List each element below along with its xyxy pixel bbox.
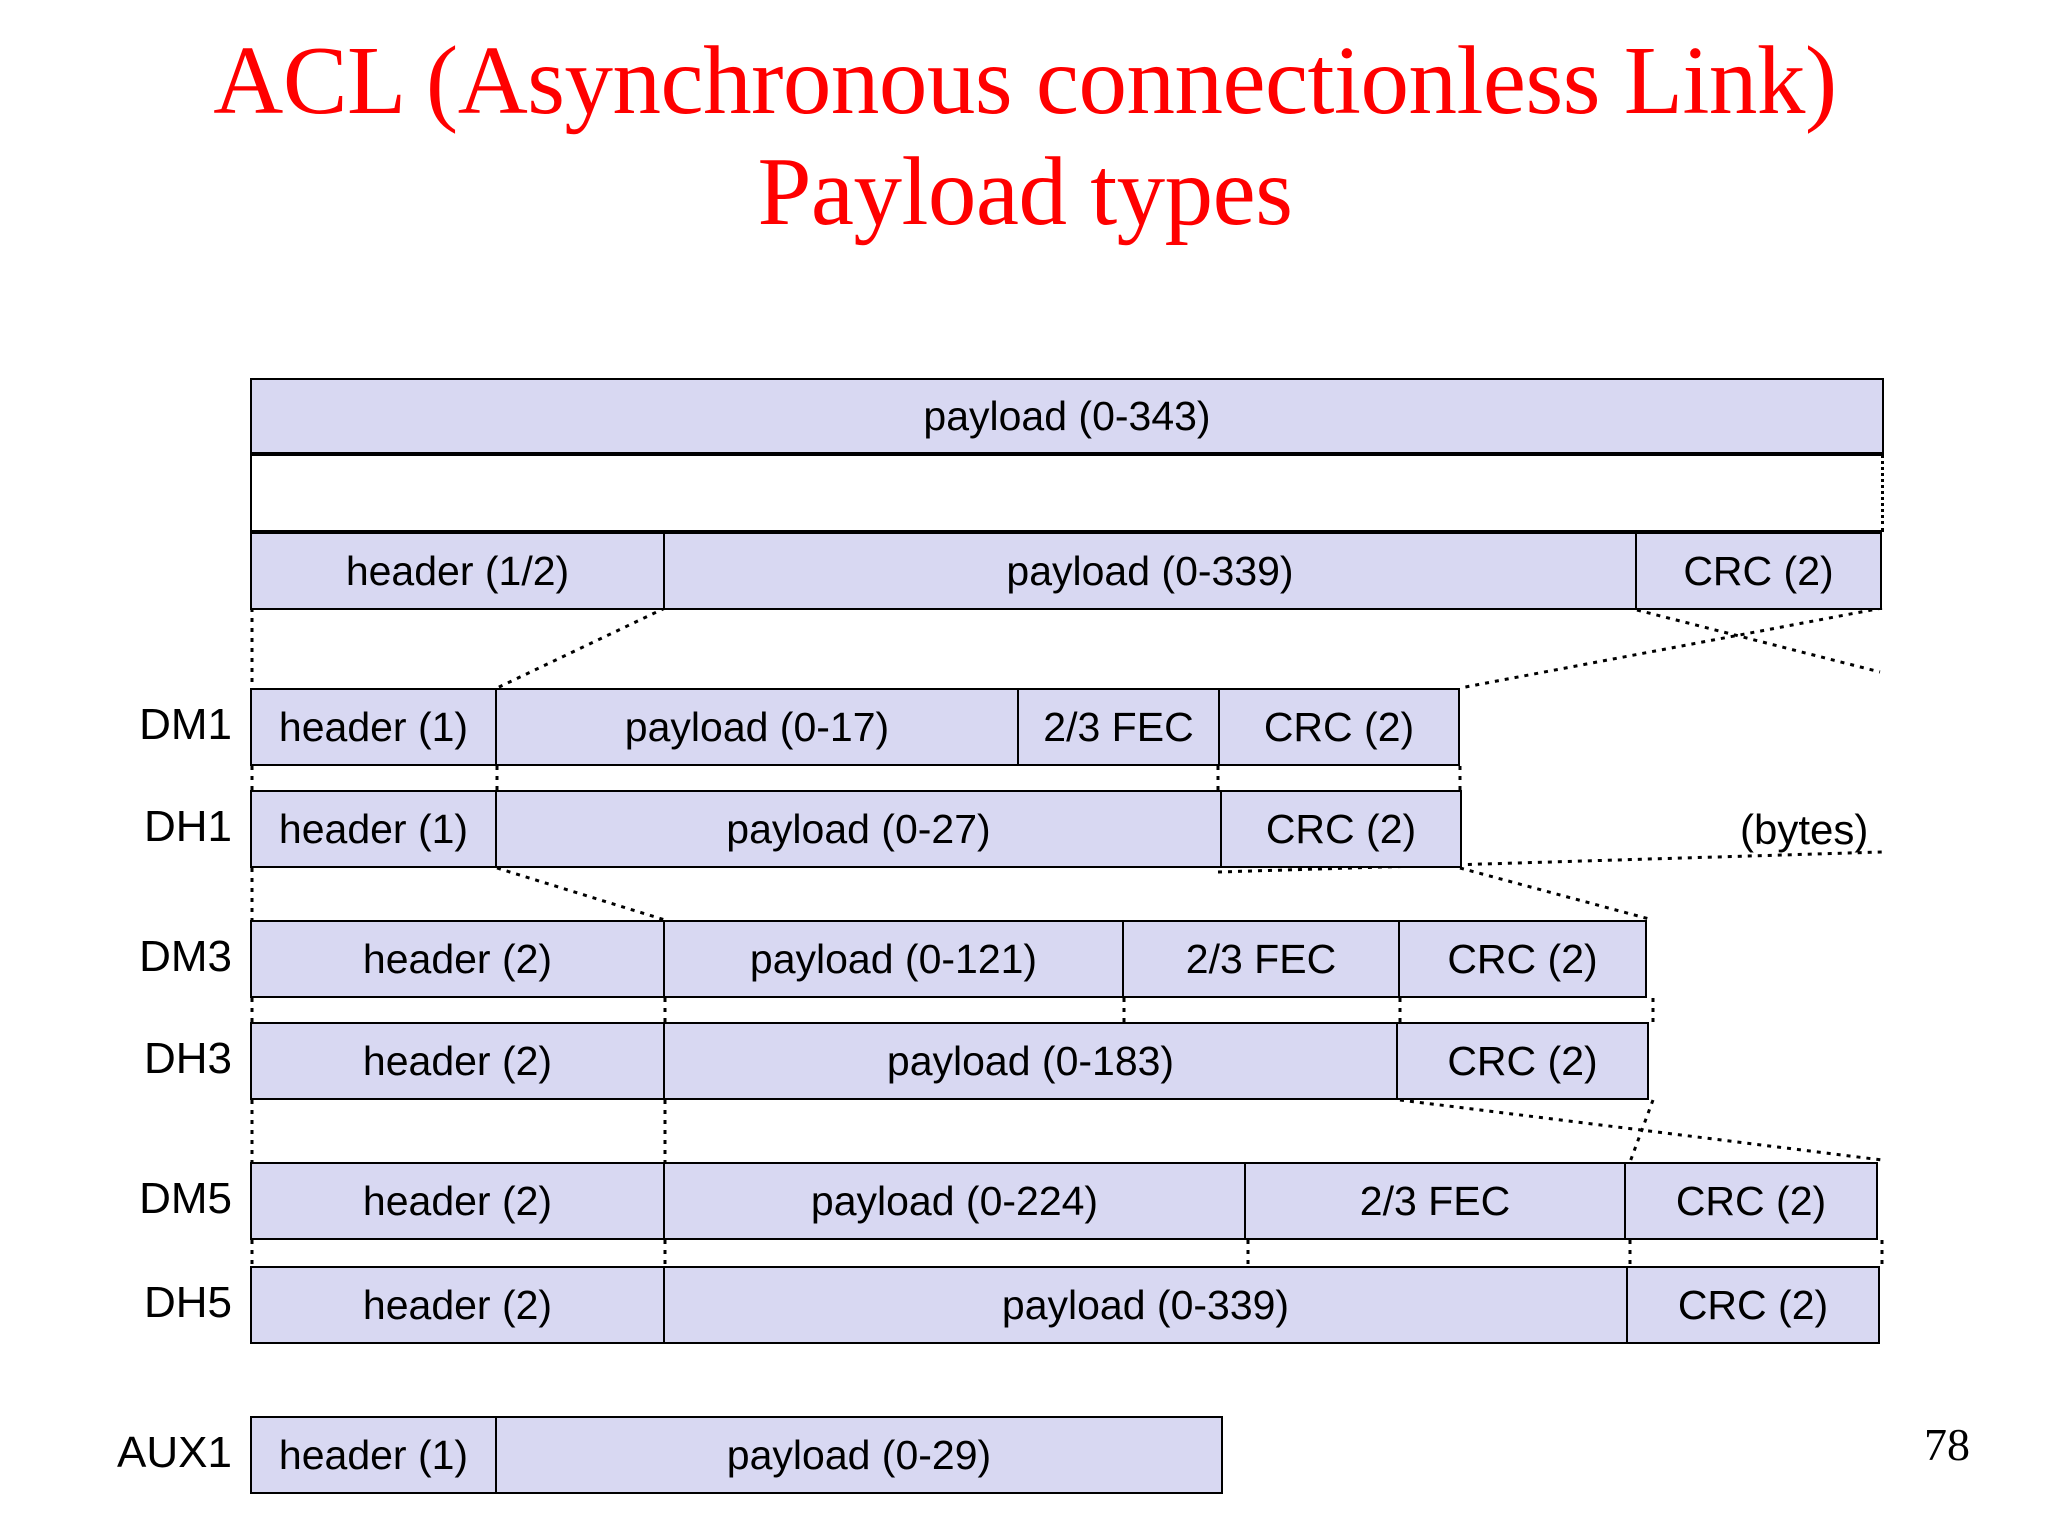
page-number: 78 [1924, 1419, 1970, 1470]
cell-header: header (2) [250, 1266, 665, 1344]
row-label-dh5: DH5 [143, 1278, 232, 1327]
cell-fec: 2/3 FEC [1017, 688, 1220, 766]
cell-payload: payload (0-339) [663, 532, 1637, 610]
cell-header: header (1/2) [250, 532, 665, 610]
row-label-dh1: DH1 [143, 802, 232, 851]
cell-crc: CRC (2) [1635, 532, 1882, 610]
row-payload-343: payload (0-343) [250, 378, 1884, 454]
row-dh1: header (1) payload (0-27) CRC (2) [250, 790, 1462, 868]
row-label-dm1: DM1 [139, 700, 232, 749]
cell-payload: payload (0-29) [495, 1416, 1223, 1494]
cell-payload: payload (0-224) [663, 1162, 1246, 1240]
cell-payload: payload (0-339) [663, 1266, 1628, 1344]
row-label-dm3: DM3 [139, 932, 232, 981]
cell-payload: payload (0-121) [663, 920, 1124, 998]
row-label-aux1: AUX1 [117, 1428, 232, 1477]
row-dh3: header (2) payload (0-183) CRC (2) [250, 1022, 1653, 1100]
cell-crc: CRC (2) [1624, 1162, 1878, 1240]
cell-payload: payload (0-27) [495, 790, 1222, 868]
row-aux1: header (1) payload (0-29) [250, 1416, 1225, 1494]
row-header-half: header (1/2) payload (0-339) CRC (2) [250, 532, 1884, 610]
unit-note: (bytes) [1740, 806, 1869, 853]
cell-header: header (1) [250, 1416, 497, 1494]
cell-crc: CRC (2) [1218, 688, 1460, 766]
cell-spacer [250, 454, 1884, 532]
page-title: ACL (Asynchronous connectionless Link) P… [213, 27, 1837, 245]
cell-crc: CRC (2) [1396, 1022, 1649, 1100]
cell-payload: payload (0-343) [250, 378, 1884, 454]
row-dm1: header (1) payload (0-17) 2/3 FEC CRC (2… [250, 688, 1462, 766]
row-dm5: header (2) payload (0-224) 2/3 FEC CRC (… [250, 1162, 1884, 1240]
cell-crc: CRC (2) [1626, 1266, 1880, 1344]
cell-header: header (2) [250, 1022, 665, 1100]
cell-crc: CRC (2) [1398, 920, 1647, 998]
cell-header: header (2) [250, 1162, 665, 1240]
cell-header: header (1) [250, 790, 497, 868]
row-dh5: header (2) payload (0-339) CRC (2) [250, 1266, 1884, 1344]
cell-fec: 2/3 FEC [1244, 1162, 1626, 1240]
cell-payload: payload (0-183) [663, 1022, 1398, 1100]
row-label-dm5: DM5 [139, 1174, 232, 1223]
cell-payload: payload (0-17) [495, 688, 1019, 766]
row-spacer-band [250, 454, 1884, 532]
row-label-dh3: DH3 [143, 1034, 232, 1083]
cell-fec: 2/3 FEC [1122, 920, 1400, 998]
cell-crc: CRC (2) [1220, 790, 1462, 868]
row-dm3: header (2) payload (0-121) 2/3 FEC CRC (… [250, 920, 1653, 998]
cell-header: header (2) [250, 920, 665, 998]
cell-header: header (1) [250, 688, 497, 766]
